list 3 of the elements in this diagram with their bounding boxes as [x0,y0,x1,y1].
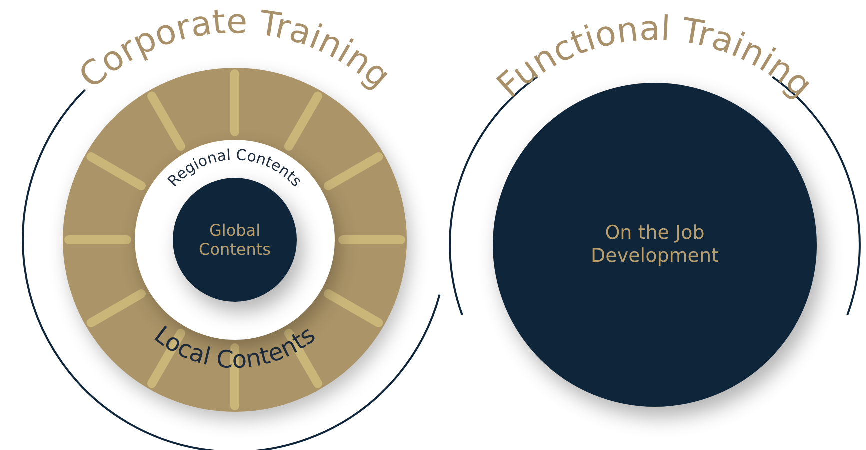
ring-label: Local Contents [149,320,321,374]
circle-label: Global Contents [198,220,272,260]
circle-label: On the Job Development [590,222,720,268]
